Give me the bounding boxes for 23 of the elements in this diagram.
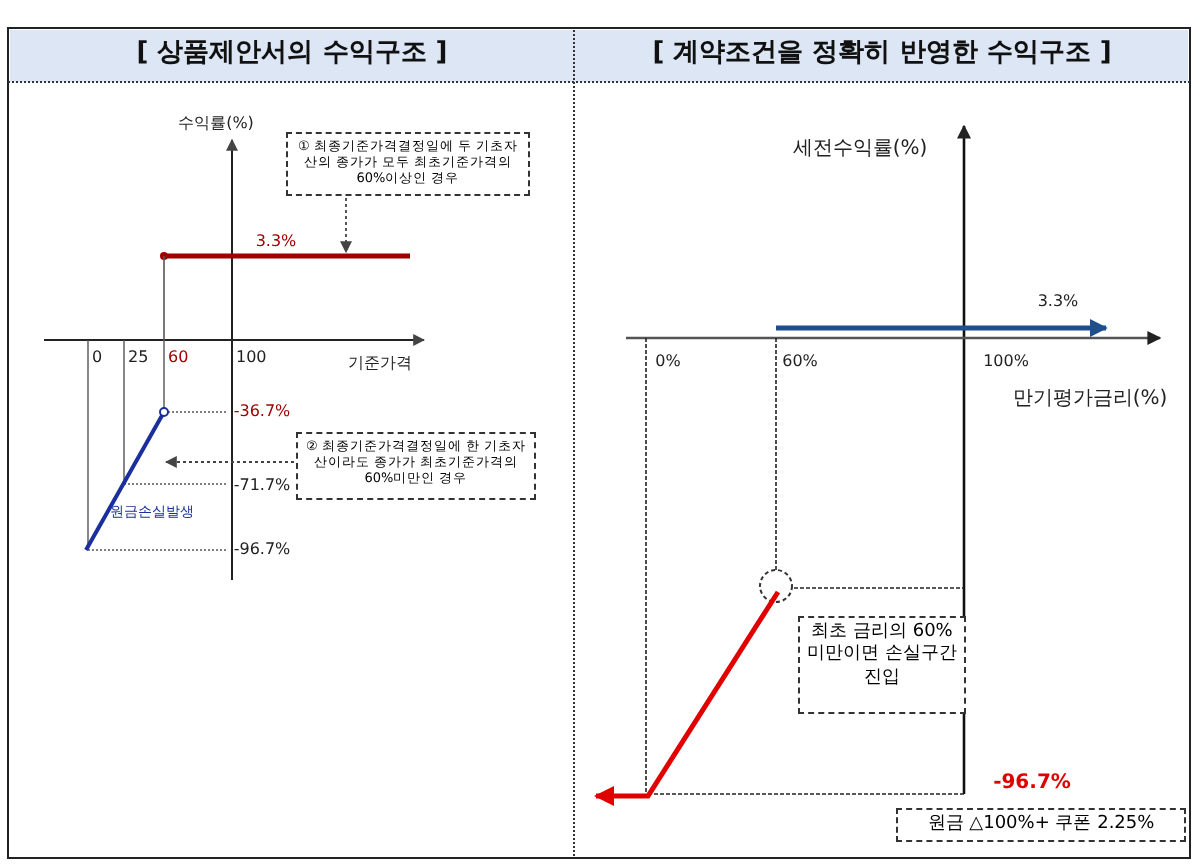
tick-label: 0 (92, 348, 103, 367)
data-label: -96.7% (233, 540, 291, 559)
axis-title: 기준가격 (348, 354, 412, 373)
axis-title: 만기평가금리(%) (1012, 388, 1168, 411)
tick-label: 0% (655, 352, 681, 371)
tick-label: 60 (168, 348, 189, 367)
tick-label: 60% (782, 352, 818, 371)
leader-line (340, 197, 352, 254)
data-label: -96.7% (993, 772, 1071, 795)
tick-label: 25 (128, 348, 149, 367)
data-label: -71.7% (233, 476, 291, 495)
data-label: -36.7% (233, 402, 291, 421)
tick-label: 100 (236, 348, 267, 367)
tick-label: 100% (983, 352, 1029, 371)
data-label: 3.3% (255, 232, 297, 251)
axis-title: 세전수익률(%) (792, 138, 928, 161)
leader-line (164, 456, 295, 468)
column-header: [ 상품제안서의 수익구조 ] (136, 40, 448, 71)
column-header: [ 계약조건을 정확히 반영한 수익구조 ] (652, 40, 1112, 71)
data-label: 3.3% (1037, 292, 1079, 311)
note-box: 원금 △100%+ 쿠폰 2.25% (896, 808, 1186, 843)
axis-title: 수익률(%) (178, 114, 254, 133)
note-box: 최초 금리의 60%미만이면 손실구간 진입 (798, 616, 966, 714)
